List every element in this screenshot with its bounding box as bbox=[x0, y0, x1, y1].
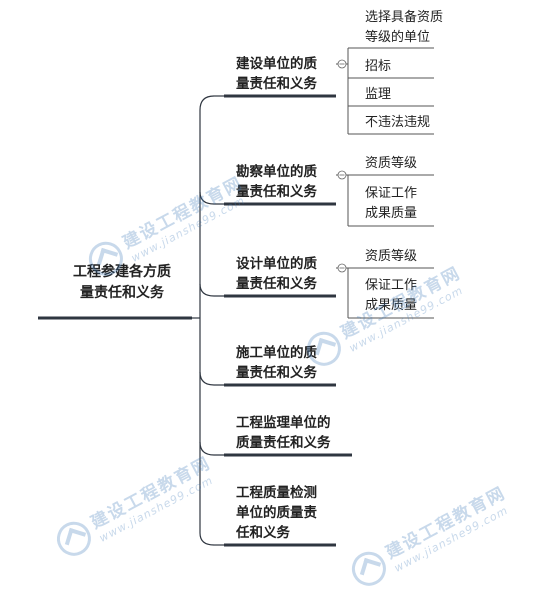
leaf-qualification-level[interactable]: 资质等级 bbox=[365, 156, 418, 171]
minus-circle-icon[interactable] bbox=[337, 59, 347, 69]
branch-stub bbox=[199, 371, 224, 386]
leaf-supervision[interactable]: 监理 bbox=[365, 87, 392, 102]
leaf-qualification-level[interactable]: 资质等级 bbox=[365, 249, 418, 264]
trunk-connector bbox=[199, 95, 215, 546]
leaf-work-quality[interactable]: 保证工作 成果质量 bbox=[365, 186, 418, 221]
root-node[interactable]: 工程参建各方质 量责任和义务 bbox=[73, 264, 171, 301]
minus-circle-icon[interactable] bbox=[337, 263, 347, 273]
branch-node-construction-unit[interactable]: 建设单位的质 量责任和义务 bbox=[236, 56, 317, 92]
leaf-bidding[interactable]: 招标 bbox=[365, 59, 392, 74]
branch-node-design-unit[interactable]: 设计单位的质 量责任和义务 bbox=[236, 256, 317, 292]
branch-node-survey-unit[interactable]: 勘察单位的质 量责任和义务 bbox=[236, 164, 317, 200]
branch-stub bbox=[199, 191, 224, 205]
leaf-work-quality[interactable]: 保证工作 成果质量 bbox=[365, 278, 418, 313]
leaf-no-violation[interactable]: 不违法违规 bbox=[365, 115, 431, 130]
mind-map: 工程参建各方质 量责任和义务 建设单位的质 量责任和义务 勘察单位的质 量责任和… bbox=[0, 0, 533, 557]
leaf-qualified-unit[interactable]: 选择具备资质 等级的单位 bbox=[365, 10, 444, 45]
branch-node-builder-unit[interactable]: 施工单位的质 量责任和义务 bbox=[236, 345, 317, 381]
minus-circle-icon[interactable] bbox=[337, 170, 347, 180]
branch-node-testing-unit[interactable]: 工程质量检测 单位的质量责 任和义务 bbox=[236, 485, 317, 541]
connector-lines bbox=[38, 47, 434, 547]
branch-node-supervision-unit[interactable]: 工程监理单位的 质量责任和义务 bbox=[236, 415, 331, 451]
branch-stub bbox=[199, 441, 224, 456]
branch-stub bbox=[199, 283, 224, 297]
